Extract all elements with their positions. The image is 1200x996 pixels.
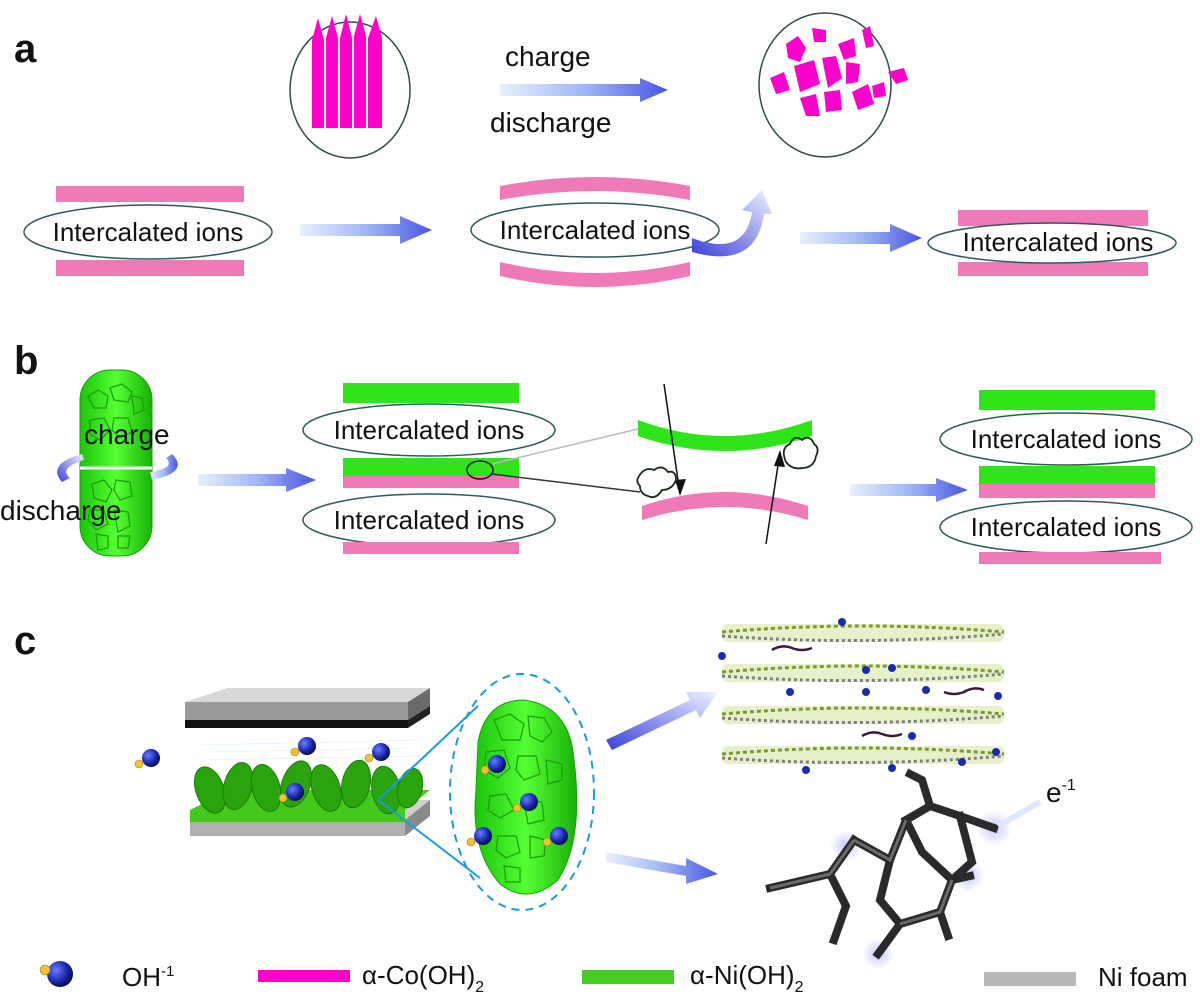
co-layer-top-1 bbox=[56, 186, 244, 202]
panel-a-letter: a bbox=[14, 27, 37, 71]
escape-arrow-a bbox=[692, 190, 772, 257]
panel-c-letter: c bbox=[14, 619, 36, 663]
co-layer-b1-mid bbox=[343, 476, 519, 488]
ion-ellipse-a3 bbox=[927, 222, 1177, 264]
arrow-c-up bbox=[606, 692, 718, 750]
arrow-a2 bbox=[800, 224, 922, 252]
legend-item-nifoam: Ni foam bbox=[984, 962, 1188, 992]
arrow-b1 bbox=[198, 468, 316, 492]
zoomed-layers bbox=[636, 383, 819, 545]
ion-ellipse-b1 bbox=[302, 403, 556, 457]
ion-label-b3: Intercalated ions bbox=[971, 424, 1162, 454]
zoom-circle bbox=[466, 460, 494, 480]
legend-co-label: α-Co(OH)2 bbox=[362, 960, 484, 996]
co-layer-bottom-3 bbox=[958, 262, 1148, 276]
ion-ellipse-a1 bbox=[23, 204, 273, 260]
legend: OH-1 α-Co(OH)2 α-Ni(OH)2 Ni foam bbox=[39, 960, 1188, 996]
ion-label-a3: Intercalated ions bbox=[963, 227, 1154, 257]
legend-item-co: α-Co(OH)2 bbox=[258, 960, 484, 996]
ion-label-a1: Intercalated ions bbox=[53, 217, 244, 247]
co-layer-top-2 bbox=[500, 177, 690, 200]
ni-layer-b2-top bbox=[979, 390, 1155, 410]
discharge-label: discharge bbox=[490, 107, 611, 138]
nanowire-array-circle bbox=[289, 14, 411, 159]
co-layer-bottom-1 bbox=[56, 260, 244, 276]
arrow-c-down bbox=[606, 852, 718, 884]
charge-label: charge bbox=[505, 41, 591, 72]
zoom-line-c1 bbox=[377, 705, 479, 801]
zoom-line-top bbox=[491, 427, 643, 465]
legend-ni-label: α-Ni(OH)2 bbox=[690, 960, 804, 996]
co-layer-b2-mid bbox=[979, 484, 1155, 498]
zoom-line-c2 bbox=[377, 799, 481, 879]
panel-b: b charge discharge bbox=[0, 339, 1193, 564]
co-layer-bottom-2 bbox=[500, 262, 690, 287]
ni-layer-b1-mid bbox=[343, 458, 519, 476]
legend-item-ni: α-Ni(OH)2 bbox=[582, 960, 804, 996]
arrow-b2 bbox=[850, 478, 968, 502]
legend-item-oh: OH-1 bbox=[39, 961, 174, 992]
ion-ellipse-b3 bbox=[939, 412, 1193, 466]
ion-label-a2: Intercalated ions bbox=[500, 215, 691, 245]
co-layer-top-3 bbox=[958, 210, 1148, 226]
ion-label-b2: Intercalated ions bbox=[334, 505, 525, 535]
co-layer-b2-bottom bbox=[979, 552, 1161, 564]
legend-oh-label: OH-1 bbox=[122, 962, 174, 992]
zoom-line-bottom bbox=[491, 473, 641, 493]
discharge-label-b: discharge bbox=[0, 495, 121, 526]
panel-b-letter: b bbox=[14, 339, 38, 383]
electrode-device bbox=[134, 688, 430, 836]
fragments-circle bbox=[758, 12, 908, 158]
ion-label-b1: Intercalated ions bbox=[334, 415, 525, 445]
ion-label-b4: Intercalated ions bbox=[971, 512, 1162, 542]
panel-c: c bbox=[14, 618, 1076, 970]
panel-a: a charge discharge bbox=[14, 12, 1177, 287]
electron-label: e-1 bbox=[1046, 777, 1076, 808]
legend-nifoam-swatch bbox=[984, 972, 1076, 986]
arrow-a1 bbox=[300, 216, 432, 244]
green-capsule-b bbox=[57, 369, 178, 557]
co-layer-b1-bottom bbox=[343, 542, 519, 554]
lattice-structure: e-1 bbox=[765, 768, 1076, 970]
charge-arrow bbox=[500, 78, 668, 102]
legend-oh-swatch bbox=[47, 961, 73, 987]
legend-ni-swatch bbox=[582, 970, 674, 984]
charge-label-b: charge bbox=[84, 419, 170, 450]
legend-nifoam-label: Ni foam bbox=[1098, 962, 1188, 992]
ion-ellipse-a2 bbox=[470, 202, 720, 258]
ni-layer-b2-mid bbox=[979, 466, 1155, 484]
ni-layer-b1-top bbox=[343, 383, 519, 403]
legend-co-swatch bbox=[258, 970, 350, 982]
layered-structure bbox=[718, 618, 1005, 774]
zoomed-capsule bbox=[449, 673, 595, 911]
